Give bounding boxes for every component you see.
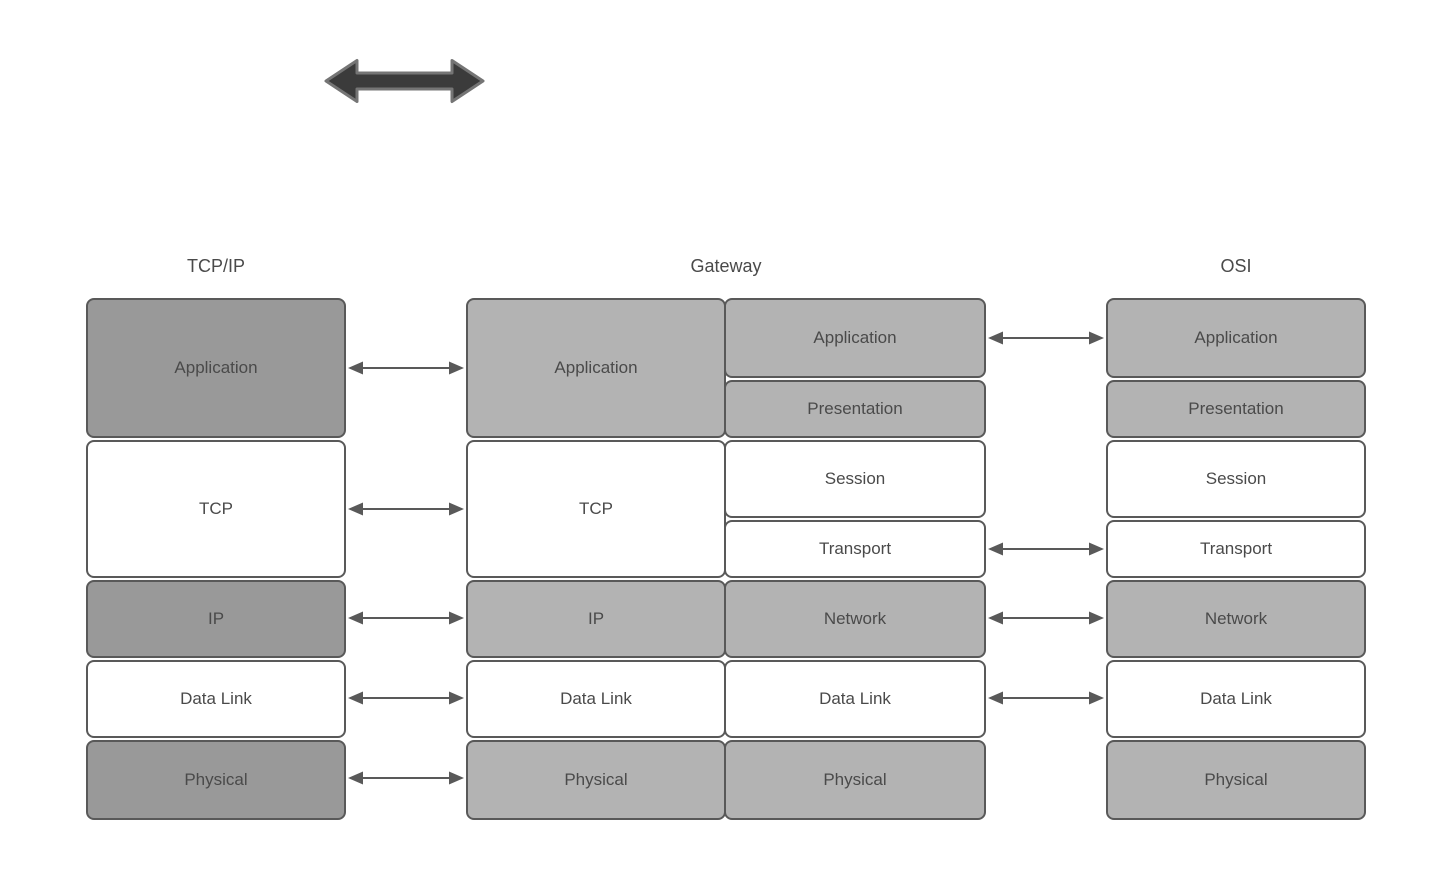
tcpip-layer-datalink: Data Link (86, 660, 346, 738)
tcpip-layer-physical: Physical (86, 740, 346, 820)
gateway-left-layer-physical: Physical (466, 740, 726, 820)
gateway-right-layer-transport: Transport (724, 520, 986, 578)
gateway-right-layer-physical: Physical (724, 740, 986, 820)
arrow-gateway-osi-network (988, 611, 1104, 625)
gateway-left-layer-tcp: TCP (466, 440, 726, 578)
column-header-osi: OSI (1220, 256, 1252, 276)
column-header-gateway: Gateway (690, 256, 762, 276)
osi-layer-physical: Physical (1106, 740, 1366, 820)
gateway-right-layer-application: Application (724, 298, 986, 378)
gateway-right-layer-session: Session (724, 440, 986, 518)
arrow-tcpip-gateway-datalink (348, 691, 464, 705)
osi-layer-datalink: Data Link (1106, 660, 1366, 738)
gateway-right-layer-presentation: Presentation (724, 380, 986, 438)
tcpip-layer-application: Application (86, 298, 346, 438)
osi-layer-session: Session (1106, 440, 1366, 518)
osi-layer-application: Application (1106, 298, 1366, 378)
arrow-tcpip-gateway-physical (348, 771, 464, 785)
tcpip-layer-ip: IP (86, 580, 346, 658)
osi-layer-presentation: Presentation (1106, 380, 1366, 438)
gateway-right-layer-network: Network (724, 580, 986, 658)
gateway-left-layer-application: Application (466, 298, 726, 438)
gateway-left-layer-ip: IP (466, 580, 726, 658)
arrow-gateway-osi-transport (988, 542, 1104, 556)
osi-layer-network: Network (1106, 580, 1366, 658)
arrow-gateway-osi-datalink (988, 691, 1104, 705)
gateway-left-layer-datalink: Data Link (466, 660, 726, 738)
gateway-right-layer-datalink: Data Link (724, 660, 986, 738)
arrow-tcpip-gateway-tcp (348, 502, 464, 516)
horizontal-double-arrow-icon (324, 59, 485, 103)
arrow-tcpip-gateway-ip (348, 611, 464, 625)
osi-layer-transport: Transport (1106, 520, 1366, 578)
arrow-tcpip-gateway-application (348, 361, 464, 375)
tcpip-layer-tcp: TCP (86, 440, 346, 578)
arrow-gateway-osi-application (988, 331, 1104, 345)
column-header-tcpip: TCP/IP (186, 256, 245, 276)
